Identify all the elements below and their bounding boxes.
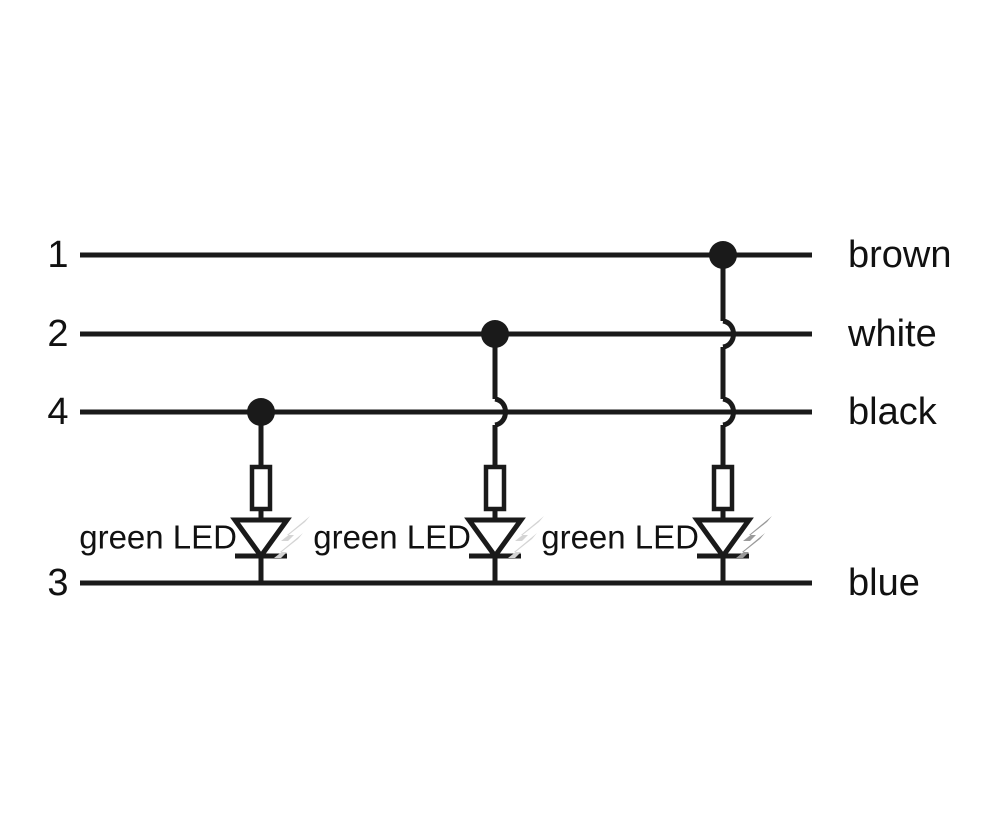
led-label-2: green LED — [313, 519, 471, 556]
branch-black-led: green LED — [79, 398, 310, 583]
led-label-3: green LED — [541, 519, 699, 556]
led-emission-arrows-1 — [274, 516, 310, 558]
led-triangle-1 — [230, 517, 292, 561]
resistor-1 — [249, 464, 273, 512]
wire-color-label-brown: brown — [848, 234, 952, 276]
wire-color-label-blue: blue — [848, 562, 920, 604]
resistor-2 — [483, 464, 507, 512]
wire-hop-over-pin-4-b2 — [494, 396, 508, 428]
resistor-3 — [711, 464, 735, 512]
branch-brown-led: green LED — [541, 241, 772, 583]
emission-arrow-icon — [743, 516, 772, 541]
emission-arrow-icon — [274, 533, 303, 558]
led-label-1: green LED — [79, 519, 237, 556]
branch-white-led: green LED — [313, 320, 544, 583]
emission-arrow-icon — [508, 533, 537, 558]
emission-arrow-icon — [736, 533, 765, 558]
pin-number-3: 3 — [47, 562, 68, 604]
junction-dot-pin-1 — [709, 241, 737, 269]
emission-arrow-icon — [281, 516, 310, 541]
pin-number-4: 4 — [47, 391, 68, 433]
led-triangle-3 — [692, 517, 754, 561]
pin-number-2: 2 — [47, 313, 68, 355]
led-emission-arrows-2 — [508, 516, 544, 558]
wire-color-label-black: black — [848, 391, 938, 433]
led-triangle-2 — [464, 517, 526, 561]
wire-hop-over-pin-2-b3 — [722, 318, 736, 350]
junction-dot-pin-2 — [481, 320, 509, 348]
bus-lines — [80, 252, 812, 586]
emission-arrow-icon — [515, 516, 544, 541]
pin-number-labels: 1 2 4 3 — [47, 234, 68, 604]
wire-color-label-white: white — [847, 313, 937, 355]
pin-number-1: 1 — [47, 234, 68, 276]
wire-color-labels: brown white black blue — [847, 234, 952, 604]
wire-hop-over-pin-4-b3 — [722, 396, 736, 428]
junction-dot-pin-4 — [247, 398, 275, 426]
led-emission-arrows-3 — [736, 516, 772, 558]
